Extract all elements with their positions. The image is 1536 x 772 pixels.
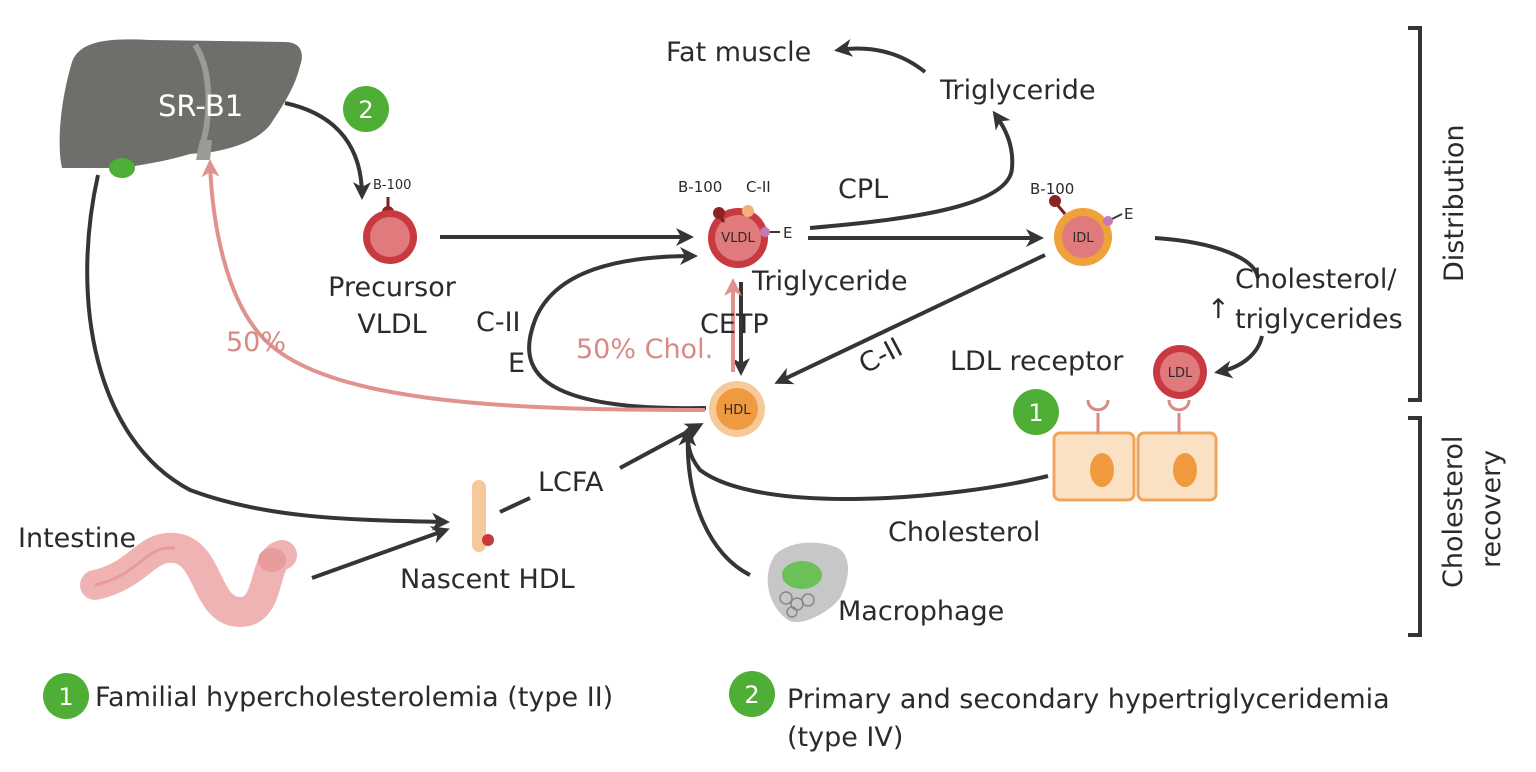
legend-badge-two xyxy=(729,671,775,717)
legend-item-2: 2 Primary and secondary hypertriglycerid… xyxy=(729,671,1390,753)
idl-apo-e-label: E xyxy=(1124,205,1133,223)
vldl-triglyceride-label: Triglyceride xyxy=(751,266,908,297)
vldl-inner-label: VLDL xyxy=(721,231,755,246)
arrow-to-ldl xyxy=(1214,335,1264,379)
macrophage-icon xyxy=(767,542,848,623)
legend-badge-one xyxy=(43,673,89,719)
fat-muscle-label: Fat muscle xyxy=(666,37,811,68)
precursor-apo-label: B-100 xyxy=(373,178,411,193)
svg-text:2: 2 xyxy=(744,681,759,709)
arrow-vldl-to-triglyceride xyxy=(809,110,1015,230)
distribution-label: Distribution xyxy=(1439,124,1470,282)
arrow-triglyceride-to-fat-muscle xyxy=(834,38,927,74)
legend-item-2-line2: (type IV) xyxy=(787,722,903,753)
cholesterol-recovery-line2: recovery xyxy=(1476,450,1507,568)
arrow-liver-to-nascent-hdl xyxy=(85,174,450,531)
triglyceride-top-label: Triglyceride xyxy=(939,75,1096,106)
arrow-idl-to-hdl xyxy=(774,253,1046,385)
gallbladder-icon xyxy=(109,158,135,178)
macrophage-label: Macrophage xyxy=(838,596,1004,627)
distribution-bracket xyxy=(1408,26,1422,402)
up-arrow-label: ↑ xyxy=(1207,294,1230,325)
cholesterol-bottom-label: Cholesterol xyxy=(888,517,1040,548)
svg-text:2: 2 xyxy=(358,96,373,124)
liver-icon xyxy=(59,39,302,178)
e-left-label: E xyxy=(508,348,525,379)
badge-one: 1 xyxy=(1013,389,1059,435)
precursor-label-line2: VLDL xyxy=(357,309,426,340)
c2-right-label: C-II xyxy=(854,332,908,380)
ldl-receptor-label: LDL receptor xyxy=(950,346,1124,377)
hdl-particle xyxy=(709,381,765,437)
intestine-icon xyxy=(80,532,297,628)
badge-two: 2 xyxy=(343,86,389,132)
legend-item-2-line1: Primary and secondary hypertriglyceridem… xyxy=(787,684,1390,715)
vldl-apo-c-label: C-II xyxy=(746,178,771,196)
arrow-hdl-to-vldl-loop xyxy=(527,247,707,411)
vldl-apo-b-label: B-100 xyxy=(678,178,722,196)
hdl-inner-label: HDL xyxy=(723,403,751,418)
idl-apo-b-label: B-100 xyxy=(1030,180,1074,198)
svg-text:1: 1 xyxy=(1028,399,1043,427)
arrow-hdl-to-liver-50 xyxy=(201,159,706,412)
fifty-chol-label: 50% Chol. xyxy=(576,334,713,365)
idl-particle xyxy=(1049,195,1123,266)
cholesterol-recovery-bracket xyxy=(1408,416,1422,637)
vldl-particle xyxy=(708,205,780,268)
arrow-idl-curve xyxy=(1154,236,1260,279)
legend-item-1-text: Familial hypercholesterolemia (type II) xyxy=(95,682,613,713)
idl-inner-label: IDL xyxy=(1072,231,1094,246)
precursor-label-line1: Precursor xyxy=(328,272,457,303)
nascent-hdl-particle xyxy=(472,480,494,552)
arrow-cells-to-hdl xyxy=(677,424,1049,501)
cpl-label: CPL xyxy=(838,174,888,205)
cetp-label: CETP xyxy=(700,309,769,340)
fifty-label: 50% xyxy=(226,327,286,358)
arrow-intestine-to-nascent-hdl xyxy=(311,526,450,580)
dash-nascent-hdl xyxy=(499,496,531,514)
cells-with-ldl-receptors xyxy=(1052,399,1218,502)
intestine-label: Intestine xyxy=(18,523,136,554)
vldl-apo-e-label: E xyxy=(783,224,792,242)
ldl-inner-label: LDL xyxy=(1168,366,1193,381)
nascent-hdl-label: Nascent HDL xyxy=(400,564,575,595)
liver-label: SR-B1 xyxy=(158,89,243,123)
precursor-vldl-particle xyxy=(363,197,417,264)
cholesterol-tg-line2: triglycerides xyxy=(1235,304,1403,335)
lcfa-label: LCFA xyxy=(538,467,604,498)
cholesterol-tg-line1: Cholesterol/ xyxy=(1235,264,1397,295)
arrow-liver-to-precursor xyxy=(284,101,371,200)
svg-text:1: 1 xyxy=(58,683,73,711)
c2-left-label: C-II xyxy=(476,307,521,338)
cholesterol-recovery-line1: Cholesterol xyxy=(1438,436,1469,588)
arrow-macrophage-to-hdl xyxy=(678,428,751,577)
ldl-particle xyxy=(1153,345,1207,399)
legend-item-1: 1 Familial hypercholesterolemia (type II… xyxy=(43,673,613,719)
